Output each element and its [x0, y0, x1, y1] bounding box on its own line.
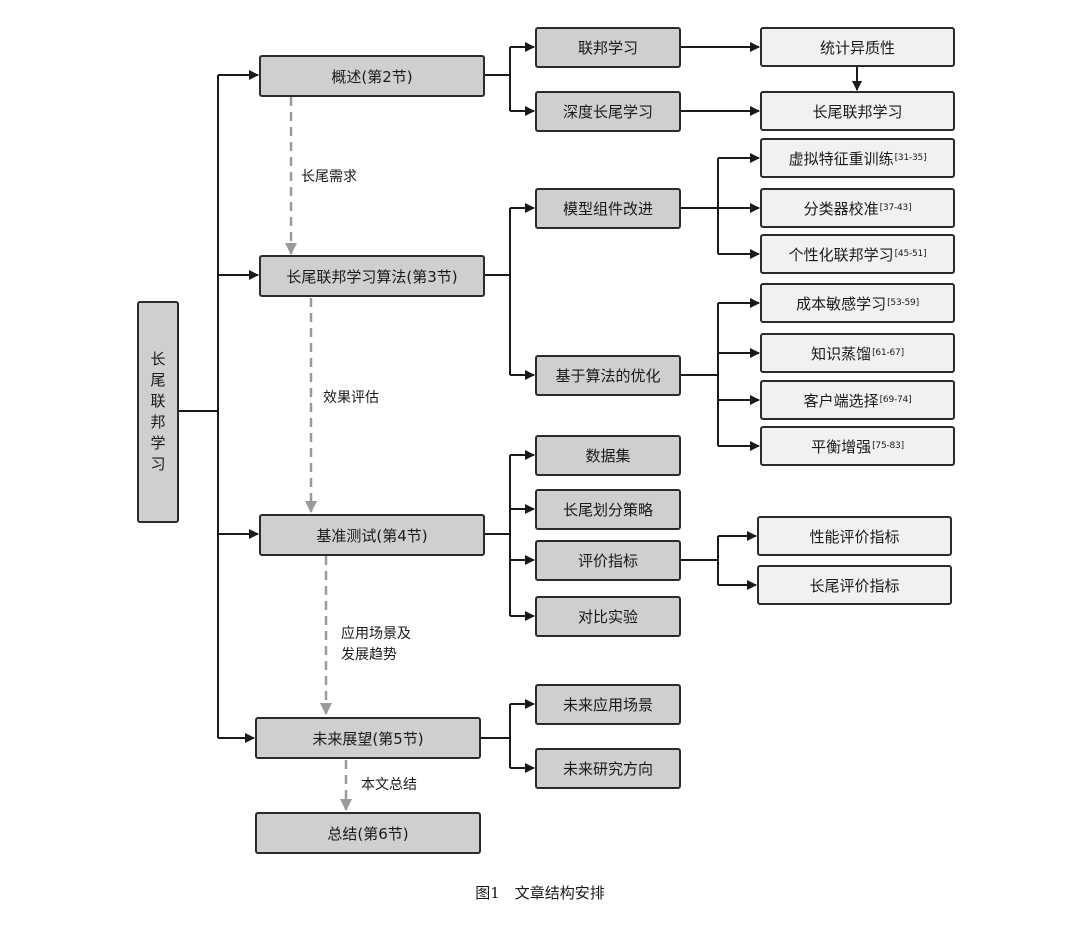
- node-evaluation-metrics: 评价指标: [535, 540, 681, 581]
- node-long-tail-metrics: 长尾评价指标: [757, 565, 952, 605]
- root-char: 联: [150, 392, 166, 410]
- node-performance-metrics: 性能评价指标: [757, 516, 952, 556]
- method-client-selection: 客户端选择[69-74]: [760, 380, 955, 420]
- node-label: 深度长尾学习: [562, 103, 653, 121]
- method-ref: [75-83]: [872, 441, 904, 451]
- node-label: 未来应用场景: [562, 696, 653, 714]
- section-algorithms: 长尾联邦学习算法(第3节): [259, 255, 485, 297]
- node-model-component-improvement: 模型组件改进: [535, 188, 681, 229]
- method-ref: [61-67]: [872, 348, 904, 358]
- section-summary: 总结(第6节): [255, 812, 481, 854]
- node-label: 长尾划分策略: [562, 501, 653, 519]
- root-long-tail-federated-learning: 长 尾 联 邦 学 习: [137, 301, 179, 523]
- node-label: 数据集: [585, 447, 631, 465]
- method-virtual-feature-retraining: 虚拟特征重训练[31-35]: [760, 138, 955, 178]
- node-label: 评价指标: [577, 552, 638, 570]
- node-label: 性能评价指标: [809, 527, 900, 546]
- method-cost-sensitive-learning: 成本敏感学习[53-59]: [760, 283, 955, 323]
- root-char: 学: [150, 434, 166, 452]
- section-overview: 概述(第2节): [259, 55, 485, 97]
- method-ref: [45-51]: [894, 249, 927, 259]
- method-label: 平衡增强: [811, 437, 872, 456]
- flow-label-paper-summary: 本文总结: [361, 777, 417, 793]
- section-overview-label: 概述(第2节): [331, 67, 413, 86]
- section-algorithms-label: 长尾联邦学习算法(第3节): [286, 267, 458, 286]
- node-algorithm-based-optimization: 基于算法的优化: [535, 355, 681, 396]
- method-label: 成本敏感学习: [796, 294, 887, 313]
- node-future-research-directions: 未来研究方向: [535, 748, 681, 789]
- node-comparative-experiments: 对比实验: [535, 596, 681, 637]
- method-ref: [69-74]: [879, 395, 912, 405]
- node-label: 模型组件改进: [562, 200, 653, 218]
- method-classifier-calibration: 分类器校准[37-43]: [760, 188, 955, 228]
- method-personalized-federated-learning: 个性化联邦学习[45-51]: [760, 234, 955, 274]
- section-benchmark: 基准测试(第4节): [259, 514, 485, 556]
- method-ref: [37-43]: [879, 203, 912, 213]
- method-knowledge-distillation: 知识蒸馏[61-67]: [760, 333, 955, 373]
- node-federated-learning: 联邦学习: [535, 27, 681, 68]
- root-char: 长: [150, 350, 166, 368]
- root-char: 尾: [150, 371, 166, 389]
- node-deep-long-tail-learning: 深度长尾学习: [535, 91, 681, 132]
- flow-label-application-trend: 应用场景及 发展趋势: [341, 624, 411, 666]
- method-balanced-augmentation: 平衡增强[75-83]: [760, 426, 955, 466]
- method-ref: [31-35]: [894, 153, 927, 163]
- root-char: 习: [150, 455, 166, 473]
- method-label: 分类器校准: [803, 199, 879, 218]
- node-label: 对比实验: [577, 608, 638, 626]
- node-future-application-scenarios: 未来应用场景: [535, 684, 681, 725]
- node-long-tail-federated-learning: 长尾联邦学习: [760, 91, 955, 131]
- method-label: 知识蒸馏: [811, 344, 872, 363]
- section-outlook: 未来展望(第5节): [255, 717, 481, 759]
- node-label: 统计异质性: [819, 38, 895, 57]
- flow-label-long-tail-demand: 长尾需求: [301, 169, 357, 185]
- root-char: 邦: [150, 413, 166, 431]
- node-label: 未来研究方向: [562, 760, 653, 778]
- node-label: 基于算法的优化: [555, 367, 661, 385]
- method-label: 个性化联邦学习: [788, 245, 894, 264]
- figure-caption: 图1 文章结构安排: [475, 884, 605, 902]
- flow-label-line: 应用场景及: [341, 626, 411, 642]
- method-label: 客户端选择: [803, 391, 879, 410]
- flow-label-line: 发展趋势: [341, 647, 397, 663]
- section-outlook-label: 未来展望(第5节): [312, 729, 424, 748]
- node-label: 长尾联邦学习: [812, 102, 903, 121]
- node-long-tail-partition-strategy: 长尾划分策略: [535, 489, 681, 530]
- method-ref: [53-59]: [887, 298, 919, 308]
- method-label: 虚拟特征重训练: [788, 149, 894, 168]
- section-benchmark-label: 基准测试(第4节): [316, 526, 428, 545]
- node-dataset: 数据集: [535, 435, 681, 476]
- node-statistical-heterogeneity: 统计异质性: [760, 27, 955, 67]
- flow-label-effect-evaluation: 效果评估: [323, 390, 379, 406]
- section-summary-label: 总结(第6节): [327, 824, 409, 843]
- node-label: 联邦学习: [577, 39, 638, 57]
- node-label: 长尾评价指标: [809, 576, 900, 595]
